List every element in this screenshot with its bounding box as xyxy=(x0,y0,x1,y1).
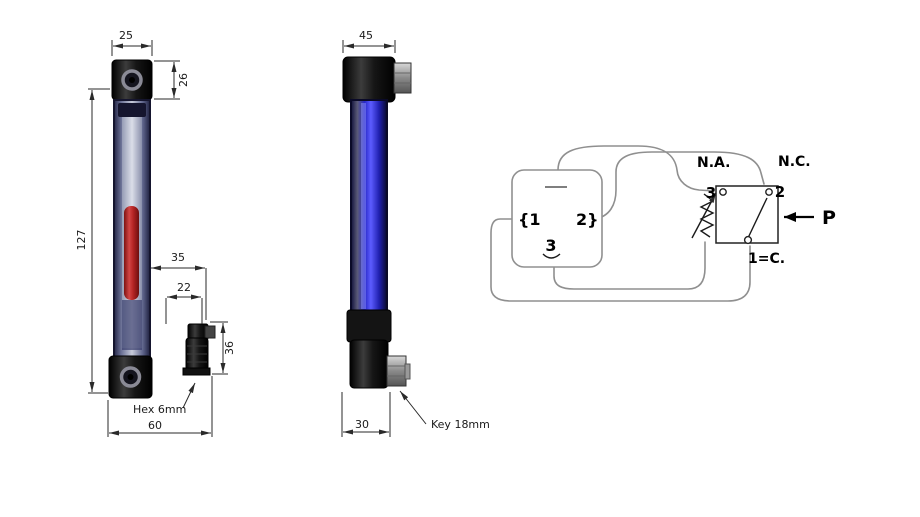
label-nc: N.C. xyxy=(778,154,811,170)
wire-terminal1-to-common xyxy=(490,218,751,302)
front-top-port-center xyxy=(129,77,135,83)
dim-60-extensions xyxy=(107,376,213,437)
terminal-3-label: 3 xyxy=(545,236,556,255)
side-top-fitting xyxy=(342,56,396,103)
relay-box-outline xyxy=(511,169,603,268)
key-label-text: Key 18mm xyxy=(431,418,490,431)
schematic-wires xyxy=(490,145,765,302)
dim-26-text: 26 xyxy=(177,73,190,87)
side-view xyxy=(342,56,412,389)
dim-36-extensions xyxy=(210,321,228,375)
label-contact-3: 3 xyxy=(706,184,716,202)
side-bottom-fitting xyxy=(349,339,389,389)
dim-127-extensions xyxy=(88,88,110,394)
dim-45-extensions xyxy=(342,40,396,53)
schematic: {1 2} 3 N.A. N.C. 3 2 P 1=C. xyxy=(490,145,836,302)
pivot-common-icon xyxy=(743,235,753,245)
key-leader-line xyxy=(399,390,427,425)
label-pressure: P xyxy=(822,207,836,229)
dim-30: 30 xyxy=(341,392,391,437)
front-view-dimensions: 25 26 127 35 22 36 Hex 6mm xyxy=(75,29,236,437)
elbow-hex-facets xyxy=(187,345,207,363)
dim-26-extensions xyxy=(154,60,180,100)
dim-25-extensions xyxy=(111,40,153,56)
front-red-float xyxy=(124,206,139,300)
dim-25-text: 25 xyxy=(119,29,133,42)
front-tube-cap xyxy=(118,103,146,117)
dim-22-extensions xyxy=(165,298,203,324)
contact-na-icon xyxy=(719,188,727,196)
side-tube-body xyxy=(350,99,388,313)
side-tube-highlight xyxy=(361,103,366,309)
dim-45: 45 xyxy=(342,29,396,53)
dim-36-text: 36 xyxy=(223,341,236,355)
side-top-nut-facets xyxy=(394,72,411,84)
side-top-nut xyxy=(393,62,412,94)
elbow-nut xyxy=(204,325,216,339)
schematic-labels: N.A. N.C. 3 2 P 1=C. xyxy=(697,154,836,267)
dim-22-text: 22 xyxy=(177,281,191,294)
wire-terminal3-to-na xyxy=(557,145,715,192)
side-bottom-nut-facets xyxy=(387,365,406,377)
wire-terminal3-loop xyxy=(553,241,706,290)
dim-35-text: 35 xyxy=(171,251,185,264)
pressure-switch xyxy=(691,185,814,245)
dim-30-text: 30 xyxy=(355,418,369,431)
dim-35: 35 xyxy=(151,251,207,320)
hex-callout: Hex 6mm xyxy=(133,382,196,416)
label-contact-2: 2 xyxy=(775,183,785,201)
side-view-dimensions: 45 30 Key 18mm xyxy=(341,29,490,437)
terminal-3-bracket xyxy=(542,253,561,259)
front-bottom-port-center xyxy=(127,374,134,380)
dim-127-text: 127 xyxy=(75,230,88,251)
switch-lever xyxy=(747,197,768,239)
dim-127: 127 xyxy=(75,88,110,394)
side-bottom-block xyxy=(346,309,392,343)
wire-terminal2-to-nc xyxy=(593,151,765,220)
dim-22: 22 xyxy=(165,281,203,324)
dim-36: 36 xyxy=(210,321,236,375)
side-bottom-nut-tip xyxy=(404,363,411,380)
dim-25: 25 xyxy=(111,29,153,56)
key-callout: Key 18mm xyxy=(399,390,490,431)
side-bottom-nut xyxy=(386,355,407,387)
dim-60: 60 xyxy=(107,376,213,437)
terminal-2-label: 2} xyxy=(576,210,599,229)
spring-adjust-arrow-icon xyxy=(691,192,717,239)
label-na: N.A. xyxy=(697,155,730,171)
elbow-base xyxy=(182,367,211,376)
contact-nc-icon xyxy=(765,188,773,196)
dim-26: 26 xyxy=(154,60,190,100)
hex-label-text: Hex 6mm xyxy=(133,403,186,416)
front-liquid-level xyxy=(122,300,142,350)
relay-box: {1 2} 3 xyxy=(511,169,603,268)
front-elbow-fitting xyxy=(182,323,216,376)
dim-45-text: 45 xyxy=(359,29,373,42)
dim-30-extensions xyxy=(341,392,391,437)
terminal-1-label: {1 xyxy=(518,210,541,229)
front-view xyxy=(108,59,216,399)
label-common: 1=C. xyxy=(748,251,785,267)
dim-60-text: 60 xyxy=(148,419,162,432)
hex-leader-line xyxy=(182,382,196,409)
